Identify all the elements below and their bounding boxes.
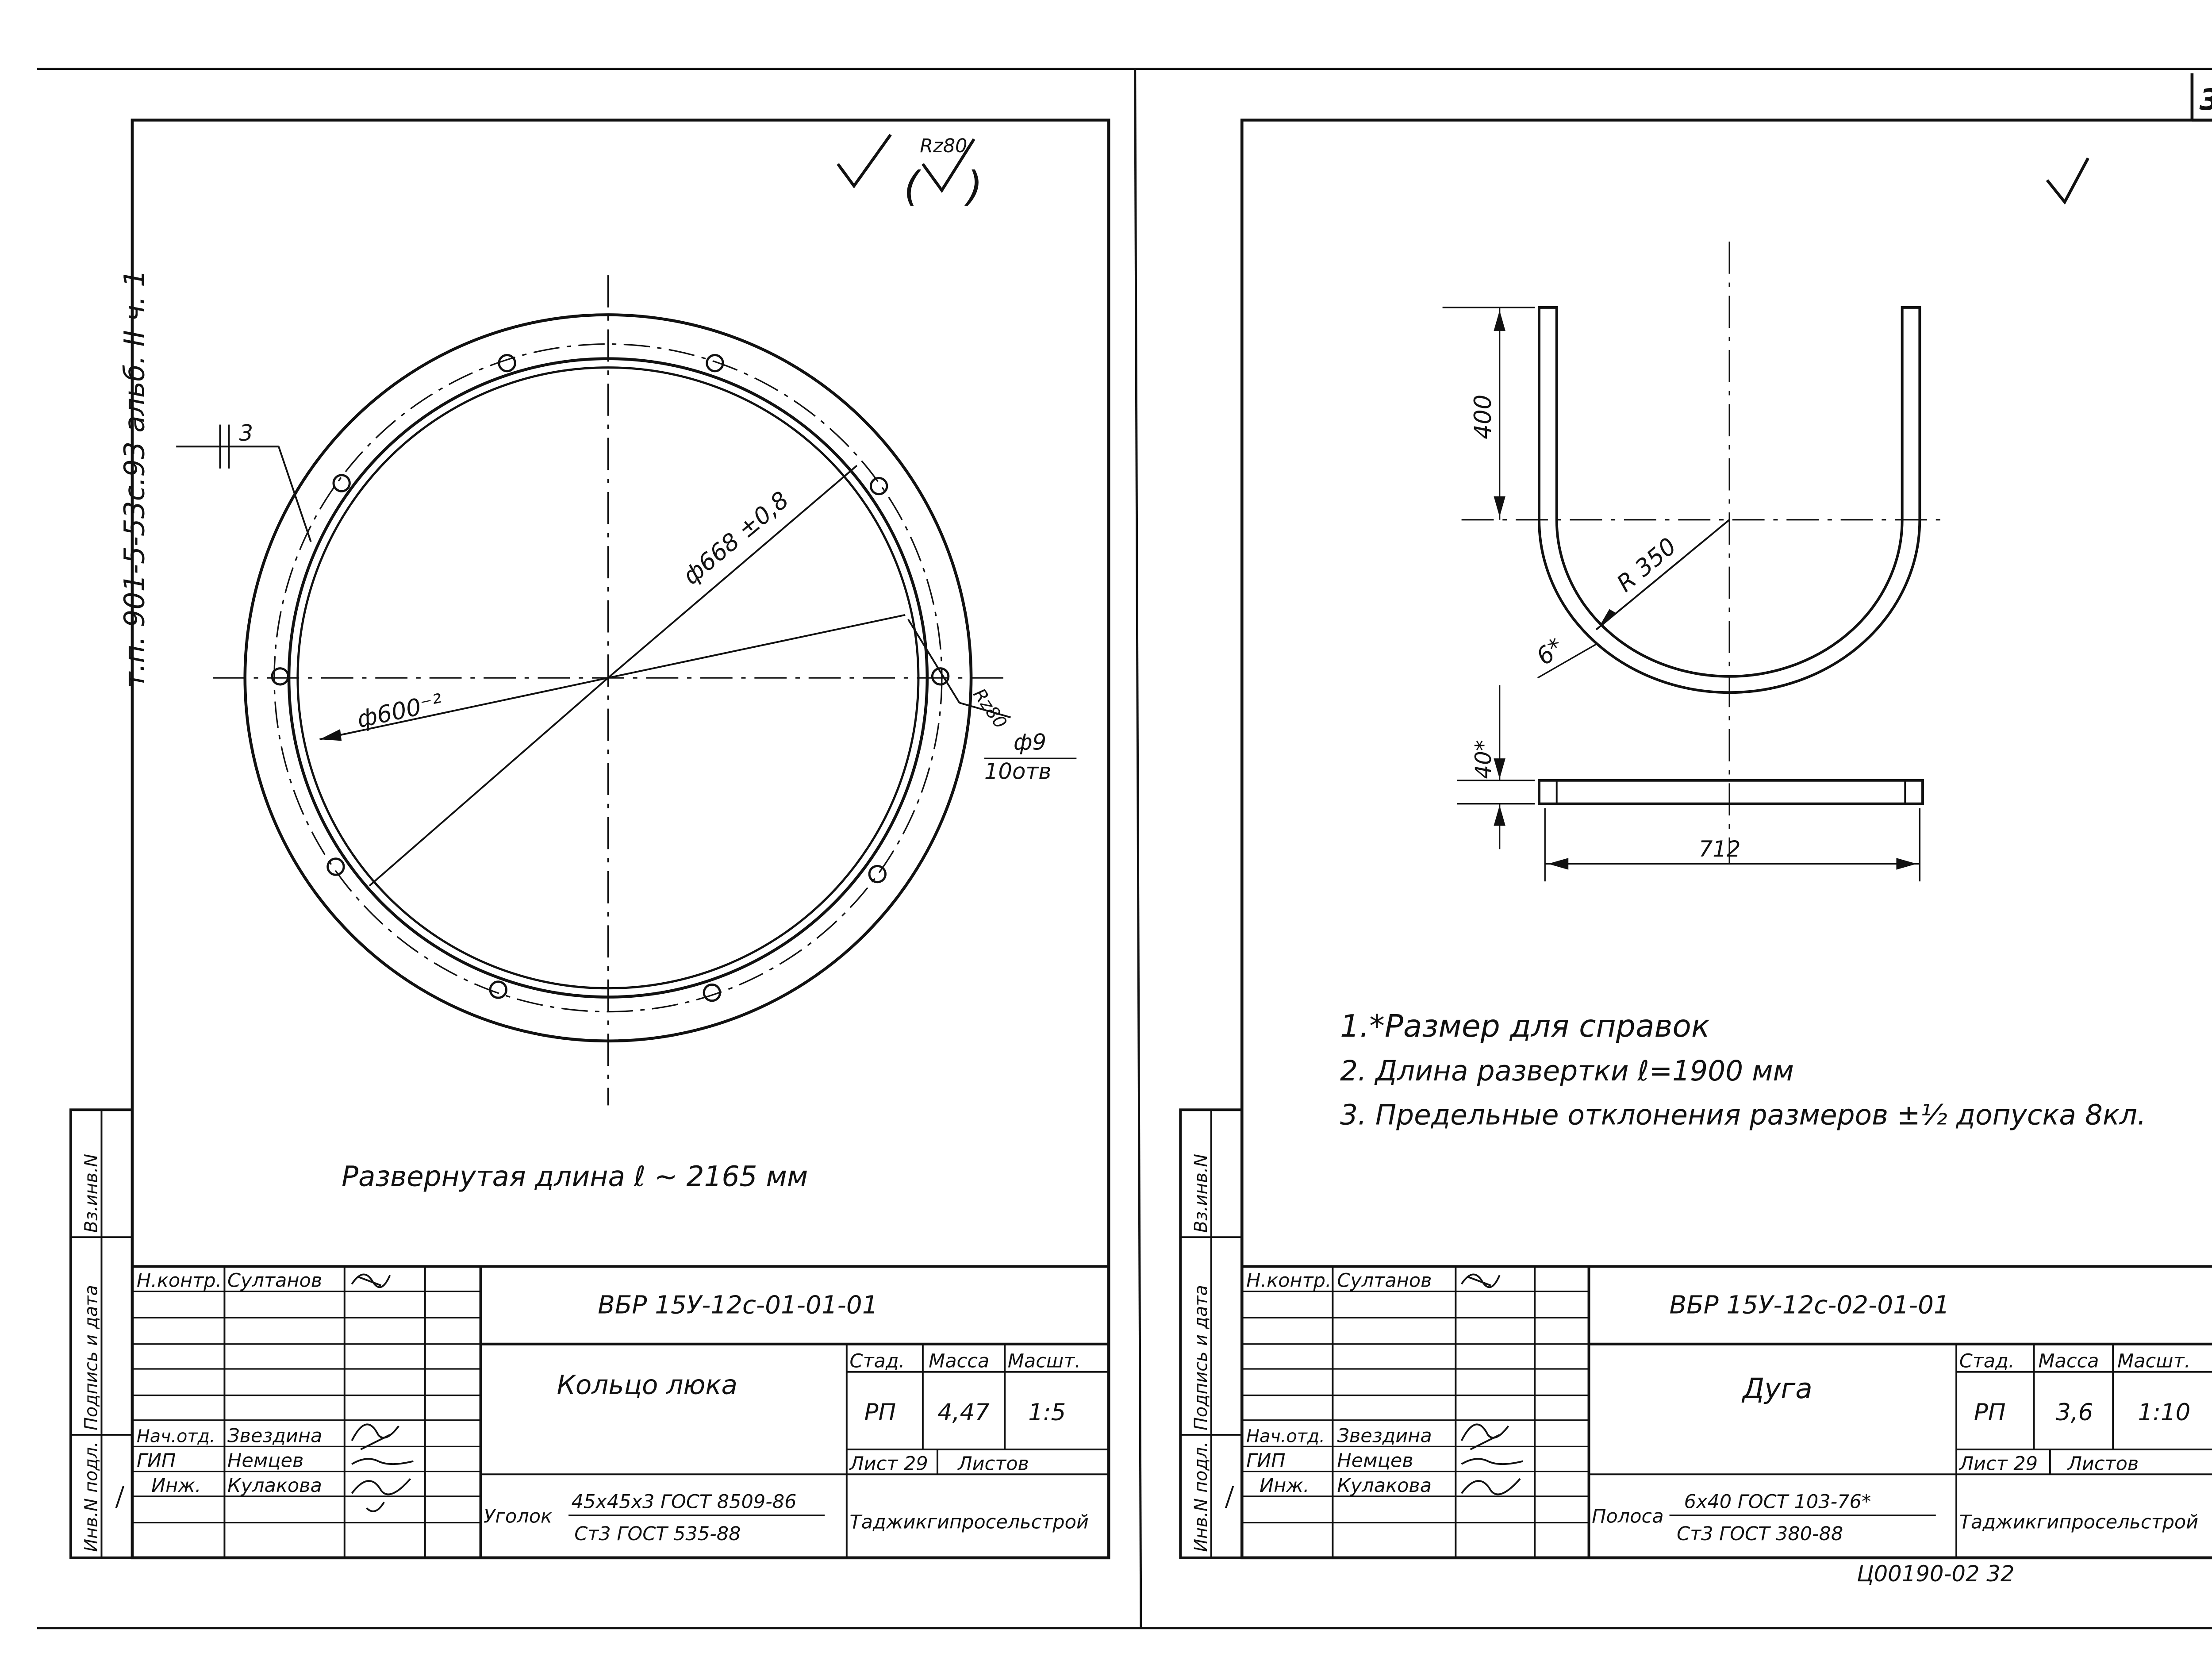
left-col-scale: Масшт. [1008, 1350, 1081, 1372]
left-signer-role-3: ГИП [137, 1450, 176, 1472]
left-part-name: Кольцо люка [557, 1370, 737, 1400]
dim-length-712: 712 [1699, 836, 1741, 862]
right-signer-role-4: Инж. [1260, 1475, 1310, 1497]
right-signer-role-1: Н.контр. [1246, 1270, 1331, 1292]
strip-sign-date-right: Подпись и дата [1191, 1285, 1211, 1430]
strip-inv-vz: Вз.инв.N [81, 1154, 102, 1233]
right-material-top: 6х40 ГОСТ 103-76* [1684, 1491, 1871, 1513]
right-side-strip: Вз.инв.N Подпись и дата Инв.N подл. [1179, 1108, 1244, 1559]
left-col-mass: Масса [929, 1350, 989, 1372]
right-signer-name-4: Кулакова [1337, 1475, 1432, 1497]
right-note-3: 3. Предельные отклонения размеров ±½ доп… [1340, 1099, 2146, 1131]
arc-drawing [1442, 242, 1940, 882]
left-sheets-label: Листов [957, 1453, 1029, 1475]
right-sheet-label: Лист 29 [1959, 1453, 2038, 1475]
dim-diameter-668: ф668 ±0,8 [678, 486, 794, 590]
bolt-holes [271, 354, 950, 1002]
strip-inv-orig: Инв.N подл. [81, 1441, 102, 1552]
dim-width-40: 40* [1471, 740, 1496, 779]
left-signer-name-1: Султанов [227, 1270, 322, 1292]
left-side-strip: Вз.инв.N Подпись и дата Инв.N подл. [69, 1108, 134, 1559]
right-title-block: Н.контр. Султанов Нач.отд. Звездина ГИП … [1225, 1265, 2212, 1559]
right-signer-name-2: Звездина [1337, 1425, 1432, 1447]
right-material-label: Полоса [1592, 1505, 1663, 1527]
right-signer-role-3: ГИП [1246, 1450, 1285, 1472]
right-drawing-code: ВБР 15У-12с-02-01-01 [1670, 1291, 1950, 1319]
left-sheet-label: Лист 29 [849, 1453, 928, 1475]
footer-code: Ц00190-02 32 [1857, 1561, 2014, 1587]
left-note: Развернутая длина ℓ ~ 2165 мм [342, 1160, 808, 1192]
roughness-paren-icon: ( [904, 162, 922, 210]
roughness-value: Rz80 [920, 135, 967, 157]
right-col-mass: Масса [2038, 1350, 2099, 1372]
right-note-2: 2. Длина развертки ℓ=1900 мм [1340, 1055, 1794, 1087]
left-signer-role-4: Инж. [151, 1475, 201, 1497]
left-organization: Таджикгипросельстрой [849, 1511, 1088, 1534]
right-stage: РП [1974, 1399, 2006, 1426]
left-stage: РП [864, 1399, 896, 1426]
strip-inv-vz-right: Вз.инв.N [1191, 1154, 1211, 1233]
right-signer-name-3: Немцев [1337, 1450, 1413, 1472]
left-col-stage: Стад. [849, 1350, 905, 1372]
right-scale: 1:10 [2138, 1399, 2190, 1426]
right-signer-name-1: Султанов [1337, 1270, 1432, 1292]
right-note-1: 1.*Размер для справок [1340, 1008, 1710, 1044]
dim-hole-d9: ф9 [1014, 729, 1046, 755]
dim-thickness-6: 6* [1531, 633, 1569, 670]
left-signer-name-3: Немцев [227, 1450, 303, 1472]
left-signer-role-2: Нач.отд. [137, 1426, 215, 1446]
left-side-stamp: т.п. 901-5-53с.93 альб. II ч. 1 [118, 269, 150, 688]
left-signer-name-2: Звездина [227, 1425, 322, 1447]
left-mass: 4,47 [937, 1399, 990, 1426]
dim-weld-3: 3 [239, 420, 253, 446]
left-material-bottom: Ст3 ГОСТ 535-88 [574, 1523, 741, 1545]
dim-diameter-600: ф600⁻² [355, 689, 445, 733]
sheet-number-box: 31 [2190, 73, 2212, 122]
right-part-name: Дуга [1741, 1372, 1813, 1405]
sheet-number: 31 [2199, 83, 2212, 117]
left-drawing-code: ВБР 15У-12с-01-01-01 [598, 1291, 878, 1319]
roughness-paren-icon: ) [964, 162, 983, 210]
ring-drawing [176, 275, 1011, 1106]
right-mass: 3,6 [2056, 1399, 2093, 1426]
right-col-scale: Масшт. [2117, 1350, 2190, 1372]
strip-sign-date: Подпись и дата [81, 1285, 102, 1430]
left-material-top: 45х45х3 ГОСТ 8509-86 [572, 1491, 797, 1513]
dim-holes-count: 10отв [984, 758, 1052, 784]
left-signer-name-4: Кулакова [227, 1475, 322, 1497]
left-signer-role-1: Н.контр. [137, 1270, 222, 1292]
right-organization: Таджикгипросельстрой [1959, 1511, 2198, 1534]
left-scale: 1:5 [1028, 1399, 1066, 1426]
dim-rz80: Rz80 [969, 685, 1010, 732]
left-sheet: т.п. 901-5-53с.93 альб. II ч. 1 ( ) Rz80 [69, 119, 1110, 1560]
right-material-bottom: Ст3 ГОСТ 380-88 [1677, 1523, 1843, 1545]
dim-height-400: 400 [1470, 395, 1497, 439]
roughness-mark-right [2046, 157, 2089, 205]
right-sheet: 400 R 350 6* 40* 712 1.*Размер для справ… [1179, 119, 2212, 1587]
left-material-label: Уголок [484, 1505, 552, 1527]
left-title-block: Н.контр. Султанов Нач.отд. Звездина ГИП … [115, 1265, 1110, 1559]
signature-marks-right [1460, 1273, 1524, 1495]
sheet-frame [37, 68, 2212, 1630]
right-col-stage: Стад. [1959, 1350, 2015, 1372]
roughness-mark: ( ) Rz80 [837, 134, 983, 210]
right-sheets-label: Листов [2067, 1453, 2139, 1475]
strip-inv-orig-right: Инв.N подл. [1191, 1441, 1211, 1552]
signature-marks [351, 1273, 414, 1512]
right-signer-role-2: Нач.отд. [1246, 1426, 1325, 1446]
